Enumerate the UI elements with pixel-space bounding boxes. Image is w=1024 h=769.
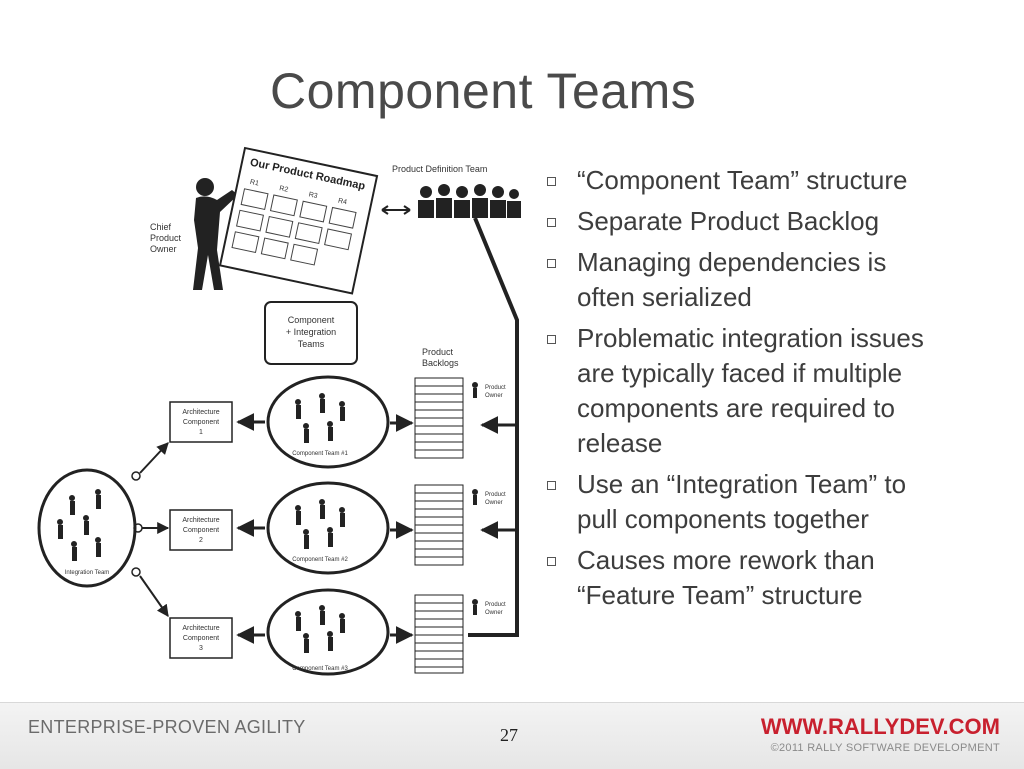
bullet-4-line-1: Problematic integration issues bbox=[577, 323, 924, 353]
bullet-4-line-3: components are required to bbox=[577, 393, 895, 423]
bullet-4-line-2: are typically faced if multiple bbox=[577, 358, 903, 388]
backlog-stack-1-icon bbox=[414, 377, 464, 459]
backlog-stack-3-icon bbox=[414, 594, 464, 674]
bullet-3-line-1: Managing dependencies is bbox=[577, 247, 887, 277]
po-3-line-2: Owner bbox=[485, 610, 503, 616]
roadmap-col-2: R2 bbox=[279, 185, 289, 194]
bullet-6-line-2: “Feature Team” structure bbox=[577, 580, 863, 610]
page-number: 27 bbox=[500, 725, 518, 745]
bullet-item: “Component Team” structure bbox=[545, 163, 1005, 198]
bullet-item: Problematic integration issues are typic… bbox=[545, 321, 1005, 461]
pdt-label: Product Definition Team bbox=[392, 164, 487, 174]
backlog-feed-line bbox=[468, 217, 519, 637]
bullet-6-line-1: Causes more rework than bbox=[577, 545, 875, 575]
team-2-people-icon bbox=[295, 499, 345, 549]
team-2-label: Component Team #2 bbox=[292, 557, 348, 563]
arch-3-word1: Architecture bbox=[182, 625, 219, 632]
chief-po-silhouette-icon bbox=[193, 178, 238, 290]
team-row-3: Architecture Component 3 Component Team … bbox=[169, 588, 506, 676]
component-teams-diagram: Chief Product Owner Our Product Roadmap … bbox=[37, 146, 521, 676]
bullet-item: Use an “Integration Team” to pull compon… bbox=[545, 467, 1005, 537]
footer-copyright: ©2011 RALLY SOFTWARE DEVELOPMENT bbox=[770, 742, 1000, 754]
square-bullet-icon bbox=[547, 335, 556, 344]
arch-2-word2: Component bbox=[183, 527, 219, 534]
chief-product-owner-label: Chief Product Owner bbox=[150, 222, 182, 254]
double-arrow-icon bbox=[381, 205, 411, 215]
bullet-5-line-1: Use an “Integration Team” to bbox=[577, 469, 907, 499]
arch-1-word2: Component bbox=[183, 419, 219, 426]
square-bullet-icon bbox=[547, 557, 556, 566]
bullet-list: “Component Team” structure Separate Prod… bbox=[545, 163, 1005, 619]
team-row-1: Architecture Component 1 Component Team … bbox=[169, 375, 506, 469]
footer-url-link[interactable]: WWW.RALLYDEV.COM bbox=[760, 714, 1000, 739]
integration-team: Integration Team bbox=[37, 442, 170, 617]
slide-title: Component Teams bbox=[270, 63, 697, 119]
backlog-stack-2-icon bbox=[414, 484, 464, 566]
backlogs-line-1: Product bbox=[422, 347, 454, 357]
chief-po-line-1: Chief bbox=[150, 222, 172, 232]
roadmap-col-3: R3 bbox=[308, 191, 318, 200]
arch-3-word2: Component bbox=[183, 635, 219, 642]
roadmap-col-4: R4 bbox=[337, 198, 347, 207]
arch-1-num: 1 bbox=[199, 429, 203, 436]
ci-line-3: Teams bbox=[298, 339, 325, 349]
bullet-2-line-1: Separate Product Backlog bbox=[577, 206, 880, 236]
square-bullet-icon bbox=[547, 218, 556, 227]
bullet-4-line-4: release bbox=[577, 428, 663, 458]
backlogs-line-2: Backlogs bbox=[422, 358, 459, 368]
square-bullet-icon bbox=[547, 481, 556, 490]
bullet-5-line-2: pull components together bbox=[577, 504, 869, 534]
square-bullet-icon bbox=[547, 259, 556, 268]
arch-1-word1: Architecture bbox=[182, 409, 219, 416]
bullet-3-line-2: often serialized bbox=[577, 282, 752, 312]
footer-tagline: ENTERPRISE-PROVEN AGILITY bbox=[28, 717, 306, 737]
bullet-item: Causes more rework than “Feature Team” s… bbox=[545, 543, 1005, 613]
component-integration-box: Component + Integration Teams bbox=[264, 301, 358, 365]
ci-line-2: + Integration bbox=[286, 327, 336, 337]
bullet-1-line-1: “Component Team” structure bbox=[577, 165, 908, 195]
chief-po-line-2: Product bbox=[150, 233, 182, 243]
po-1-line-2: Owner bbox=[485, 393, 503, 399]
chief-po-line-3: Owner bbox=[150, 244, 177, 254]
po-3-line-1: Product bbox=[485, 602, 506, 608]
arch-3-num: 3 bbox=[199, 645, 203, 652]
po-2-line-2: Owner bbox=[485, 500, 503, 506]
roadmap-col-1: R1 bbox=[249, 179, 259, 188]
team-row-2: Architecture Component 2 Component Team … bbox=[169, 481, 506, 575]
team-1-label: Component Team #1 bbox=[292, 451, 348, 457]
team-3-people-icon bbox=[295, 605, 345, 653]
integration-people-icon bbox=[57, 489, 101, 561]
pdt-silhouettes-icon bbox=[418, 184, 521, 218]
ci-line-1: Component bbox=[288, 315, 335, 325]
bullet-item: Managing dependencies is often serialize… bbox=[545, 245, 1005, 315]
arch-2-num: 2 bbox=[199, 537, 203, 544]
bullet-item: Separate Product Backlog bbox=[545, 204, 1005, 239]
square-bullet-icon bbox=[547, 177, 556, 186]
product-roadmap-board: Our Product Roadmap R1 R2 R3 R4 bbox=[218, 146, 379, 295]
integration-team-label: Integration Team bbox=[65, 570, 110, 576]
team-1-people-icon bbox=[295, 393, 345, 443]
arch-2-word1: Architecture bbox=[182, 517, 219, 524]
po-1-line-1: Product bbox=[485, 385, 506, 391]
po-2-line-1: Product bbox=[485, 492, 506, 498]
footer-bar bbox=[0, 702, 1024, 769]
team-3-label: Component Team #3 bbox=[292, 666, 348, 672]
